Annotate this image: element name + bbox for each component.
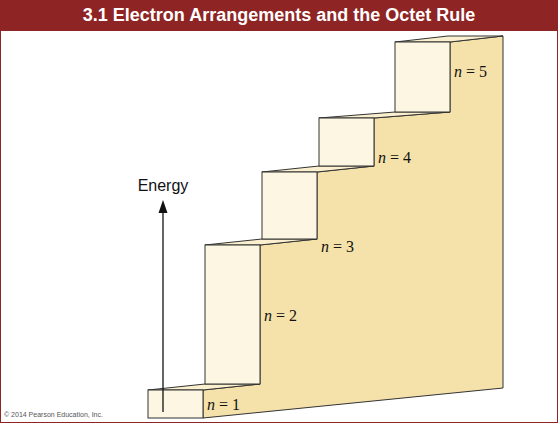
step-riser — [319, 118, 374, 166]
energy-arrow-head — [159, 200, 168, 213]
step-riser — [205, 245, 260, 384]
energy-arrow-shaft — [162, 210, 163, 412]
step-riser — [395, 42, 450, 112]
staircase-side — [203, 36, 503, 418]
level-label: n = 5 — [454, 63, 487, 81]
level-label: n = 3 — [321, 238, 354, 256]
copyright-note: © 2014 Pearson Education, Inc. — [4, 411, 103, 418]
title-banner — [0, 0, 558, 31]
step-tread — [148, 384, 260, 390]
step-riser — [148, 390, 203, 418]
step-tread — [262, 166, 374, 172]
level-label: n = 4 — [378, 149, 411, 167]
step-tread — [205, 239, 317, 245]
step-tread — [395, 36, 503, 42]
level-label: n = 1 — [207, 396, 240, 414]
level-label: n = 2 — [264, 307, 297, 325]
step-tread — [319, 112, 450, 118]
slide-title: 3.1 Electron Arrangements and the Octet … — [83, 5, 475, 26]
axis-label: Energy — [138, 177, 189, 195]
step-riser — [262, 172, 317, 239]
